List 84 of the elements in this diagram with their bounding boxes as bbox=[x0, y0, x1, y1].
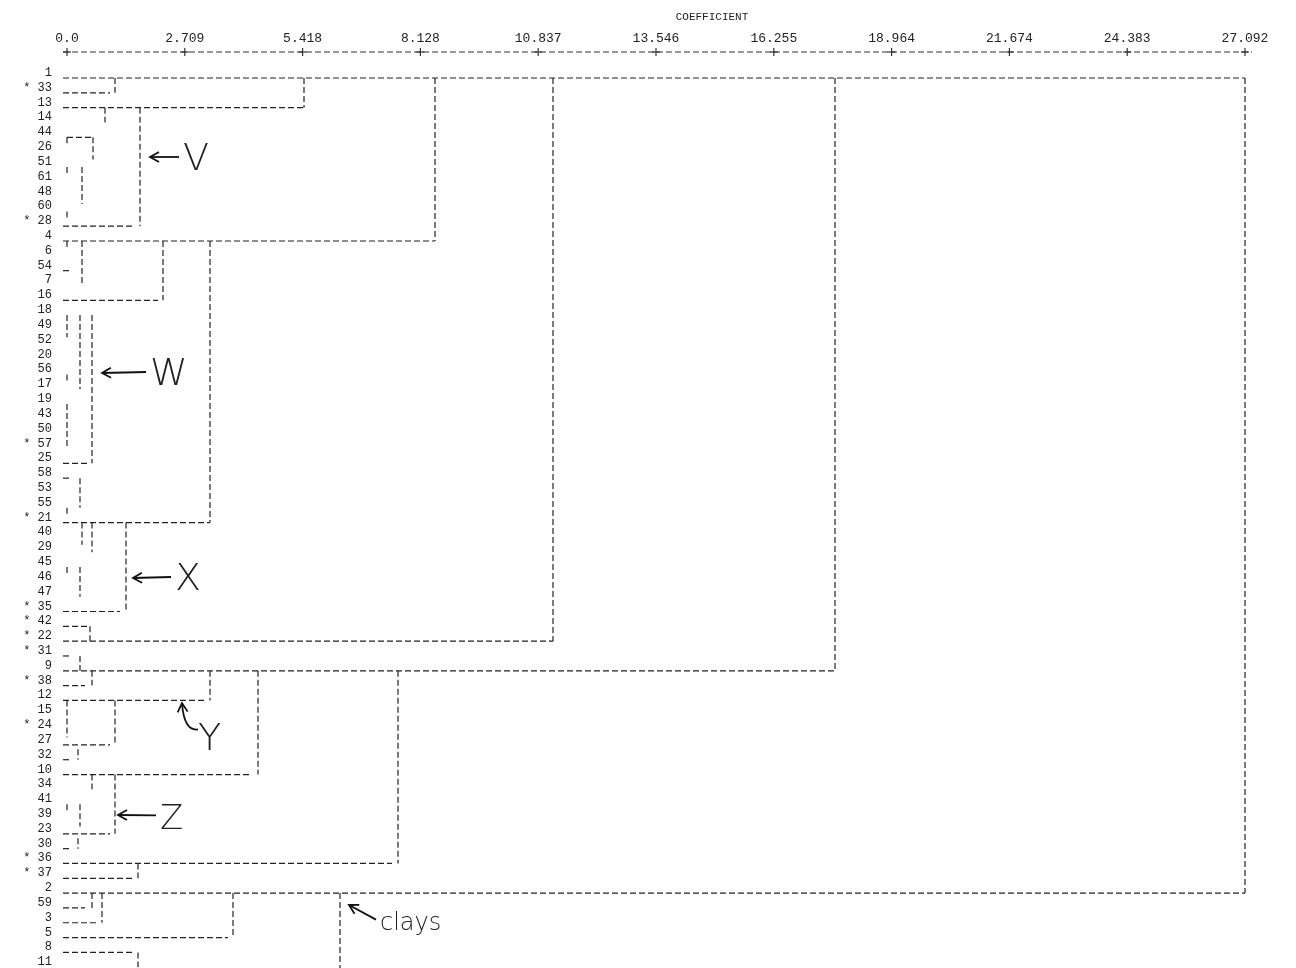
cluster-label: W bbox=[150, 353, 188, 391]
tick-label: 10.837 bbox=[514, 32, 562, 46]
leaf-label: 56 bbox=[37, 362, 52, 377]
leaf-label: 48 bbox=[37, 184, 52, 199]
tick-label: 5.418 bbox=[283, 32, 323, 46]
leaf-label: * 35 bbox=[23, 599, 52, 614]
leaf-label: 46 bbox=[37, 569, 52, 584]
leaf-label: 50 bbox=[37, 421, 52, 436]
cluster-label: X bbox=[175, 558, 202, 596]
leaf-label: * 22 bbox=[23, 629, 52, 644]
leaf-label: 14 bbox=[37, 110, 52, 125]
leaf-label: 52 bbox=[37, 332, 52, 347]
leaf-label: 7 bbox=[44, 273, 52, 288]
leaf-label: * 37 bbox=[23, 866, 52, 881]
leaf-label: 25 bbox=[37, 451, 52, 466]
leaf-label: * 38 bbox=[23, 673, 52, 688]
leaf-label: 2 bbox=[44, 881, 52, 896]
leaf-label: 10 bbox=[37, 762, 52, 777]
tick-label: 21.674 bbox=[986, 32, 1033, 46]
leaf-label: * 33 bbox=[23, 80, 52, 95]
leaf-label: 53 bbox=[37, 480, 52, 495]
leaf-label: 1 bbox=[44, 66, 52, 80]
leaf-label: 19 bbox=[37, 392, 52, 407]
leaf-label: 20 bbox=[37, 347, 52, 362]
leaf-label: * 31 bbox=[23, 643, 52, 658]
leaf-label: * 21 bbox=[23, 510, 52, 525]
tick-label: 8.128 bbox=[400, 32, 440, 46]
leaf-label: 3 bbox=[44, 910, 52, 925]
leaf-label: 41 bbox=[37, 792, 52, 807]
cluster-label: Z bbox=[160, 800, 184, 834]
tick-label: 0.0 bbox=[55, 32, 79, 46]
leaf-label: 32 bbox=[37, 747, 52, 762]
leaf-label: * 24 bbox=[23, 718, 52, 733]
leader-arrow bbox=[149, 151, 180, 163]
leaf-label: 5 bbox=[44, 925, 52, 940]
leaf-label: * 28 bbox=[23, 214, 52, 229]
tick-label: 18.964 bbox=[868, 32, 915, 46]
leaf-label: 13 bbox=[37, 95, 52, 110]
leaf-label: 58 bbox=[37, 466, 52, 481]
leaf-label: 54 bbox=[37, 258, 52, 273]
leaf-label: 23 bbox=[37, 821, 52, 836]
leaf-label: 34 bbox=[37, 777, 52, 792]
leader-arrow bbox=[101, 366, 147, 379]
leader-arrow bbox=[117, 809, 157, 821]
leaf-label: * 42 bbox=[23, 614, 52, 629]
leaf-label: 6 bbox=[44, 243, 52, 258]
leaf-label: 61 bbox=[37, 169, 52, 184]
leaf-label: 49 bbox=[37, 317, 52, 332]
leaf-label: 51 bbox=[37, 154, 52, 169]
leaf-label: 4 bbox=[44, 229, 52, 243]
leaf-label: 26 bbox=[37, 140, 52, 155]
cluster-label: clays bbox=[380, 910, 442, 934]
leaf-label: * 57 bbox=[23, 436, 52, 451]
leaf-label: 60 bbox=[37, 199, 52, 214]
leaf-label: 43 bbox=[37, 406, 52, 421]
leaf-label: 30 bbox=[37, 836, 52, 851]
leaf-label: 45 bbox=[37, 555, 52, 570]
leaf-label: 55 bbox=[37, 495, 52, 510]
leaf-label: 27 bbox=[37, 732, 52, 747]
leaf-label: 59 bbox=[37, 895, 52, 910]
leader-arrow bbox=[348, 904, 377, 921]
leader-arrow bbox=[132, 571, 172, 584]
leaf-label: 9 bbox=[44, 658, 52, 673]
tick-label: 13.546 bbox=[632, 32, 680, 46]
leaf-label: 8 bbox=[44, 940, 52, 955]
tick-label: 16.255 bbox=[750, 32, 798, 46]
cluster-label: Y bbox=[198, 718, 222, 756]
axis-title: COEFFICIENT bbox=[675, 10, 749, 24]
leaf-label: 16 bbox=[37, 288, 52, 303]
leaf-label: * 36 bbox=[23, 851, 52, 866]
tick-label: 24.383 bbox=[1103, 32, 1151, 46]
leaf-label: 44 bbox=[37, 125, 52, 140]
leaf-label: 39 bbox=[37, 807, 52, 821]
leaf-label: 17 bbox=[37, 377, 52, 392]
tick-label: 2.709 bbox=[165, 32, 205, 46]
cluster-label: V bbox=[183, 138, 209, 176]
leaf-label: 18 bbox=[37, 303, 52, 318]
leaf-label: 11 bbox=[37, 955, 52, 968]
leaf-label: 40 bbox=[37, 525, 52, 540]
tick-label: 27.092 bbox=[1221, 32, 1269, 46]
leaf-label: 15 bbox=[37, 703, 52, 718]
leaf-label: 12 bbox=[37, 688, 52, 703]
leaf-label: 29 bbox=[37, 540, 52, 555]
leaf-label: 47 bbox=[37, 584, 52, 599]
